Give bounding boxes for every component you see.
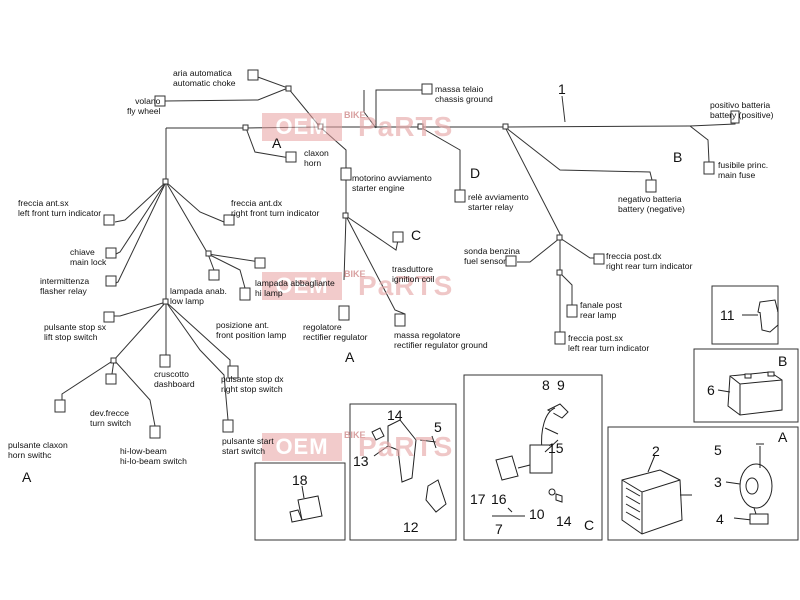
- part-10: 10: [529, 506, 545, 522]
- part-9: 9: [557, 377, 565, 393]
- part-a: A: [778, 429, 788, 445]
- part-5-a: 5: [714, 442, 722, 458]
- part-16: 16: [491, 491, 507, 507]
- rear-harness: [504, 126, 561, 340]
- label-posizione: posizione ant.front position lamp: [216, 320, 287, 340]
- fusibile-wire: [689, 125, 710, 163]
- relay-11-drawing: [742, 299, 779, 333]
- connector-boxes: [54, 69, 740, 439]
- part-12: 12: [403, 519, 419, 535]
- negativo-wire: [504, 126, 653, 181]
- part-7: 7: [495, 521, 503, 537]
- intermittenza-wire: [115, 181, 167, 284]
- box-b: [693, 348, 799, 423]
- harness-top-branch: [363, 89, 430, 129]
- dash-wire: [61, 301, 167, 427]
- label-1: 1: [558, 81, 566, 97]
- part-6: 6: [707, 382, 715, 398]
- freccia-ant-sx-wire: [114, 181, 167, 223]
- part-8: 8: [542, 377, 550, 393]
- battery-6-drawing: [717, 371, 783, 416]
- part-c: C: [584, 517, 595, 533]
- label-1-leader: [561, 95, 566, 123]
- label-fusibile: fusibile princ.main fuse: [718, 160, 769, 180]
- box-bracket: [349, 403, 457, 541]
- bracket-drawing: [371, 419, 447, 513]
- label-lampada-anab: lampada anab.low lamp: [170, 286, 227, 306]
- stop-sx-wire: [114, 301, 167, 317]
- letter-a-top: A: [272, 135, 282, 151]
- letter-a-left: A: [22, 469, 32, 485]
- claxon-wire: [245, 127, 291, 159]
- letter-c: C: [411, 227, 422, 243]
- box-18: [254, 462, 346, 541]
- part-13: 13: [353, 453, 369, 469]
- part-b: B: [778, 353, 788, 369]
- ignition-wire: [343, 168, 406, 315]
- coil-c-drawing: [492, 403, 569, 517]
- part-15: 15: [548, 440, 564, 456]
- letter-d: D: [470, 165, 481, 181]
- start-wire: [165, 301, 229, 421]
- box-c: [463, 374, 603, 541]
- regulator-2-drawing: [621, 454, 692, 535]
- part-4: 4: [716, 511, 724, 527]
- part-18: 18: [292, 472, 308, 488]
- part-5: 5: [434, 419, 442, 435]
- post-dx-wire: [559, 237, 594, 259]
- box-a: [607, 426, 799, 541]
- volano-wire: [164, 87, 289, 102]
- aria-wire: [254, 75, 321, 128]
- rele-wire: [419, 126, 461, 190]
- part-2: 2: [652, 443, 660, 459]
- chiave-wire: [115, 181, 167, 255]
- fanale-wire: [559, 272, 573, 305]
- letter-a-middle: A: [345, 349, 355, 365]
- horn-3-drawing: [725, 443, 773, 525]
- part-17: 17: [470, 491, 486, 507]
- main-harness: [166, 125, 691, 129]
- part-11: 11: [720, 307, 735, 323]
- sonda-wire: [517, 237, 561, 263]
- part-3: 3: [714, 474, 722, 490]
- letter-b: B: [673, 149, 683, 165]
- part-18-drawing: [289, 485, 323, 523]
- part-14: 14: [387, 407, 403, 423]
- freccia-ant-dx-wire: [165, 181, 225, 223]
- part-14-c: 14: [556, 513, 572, 529]
